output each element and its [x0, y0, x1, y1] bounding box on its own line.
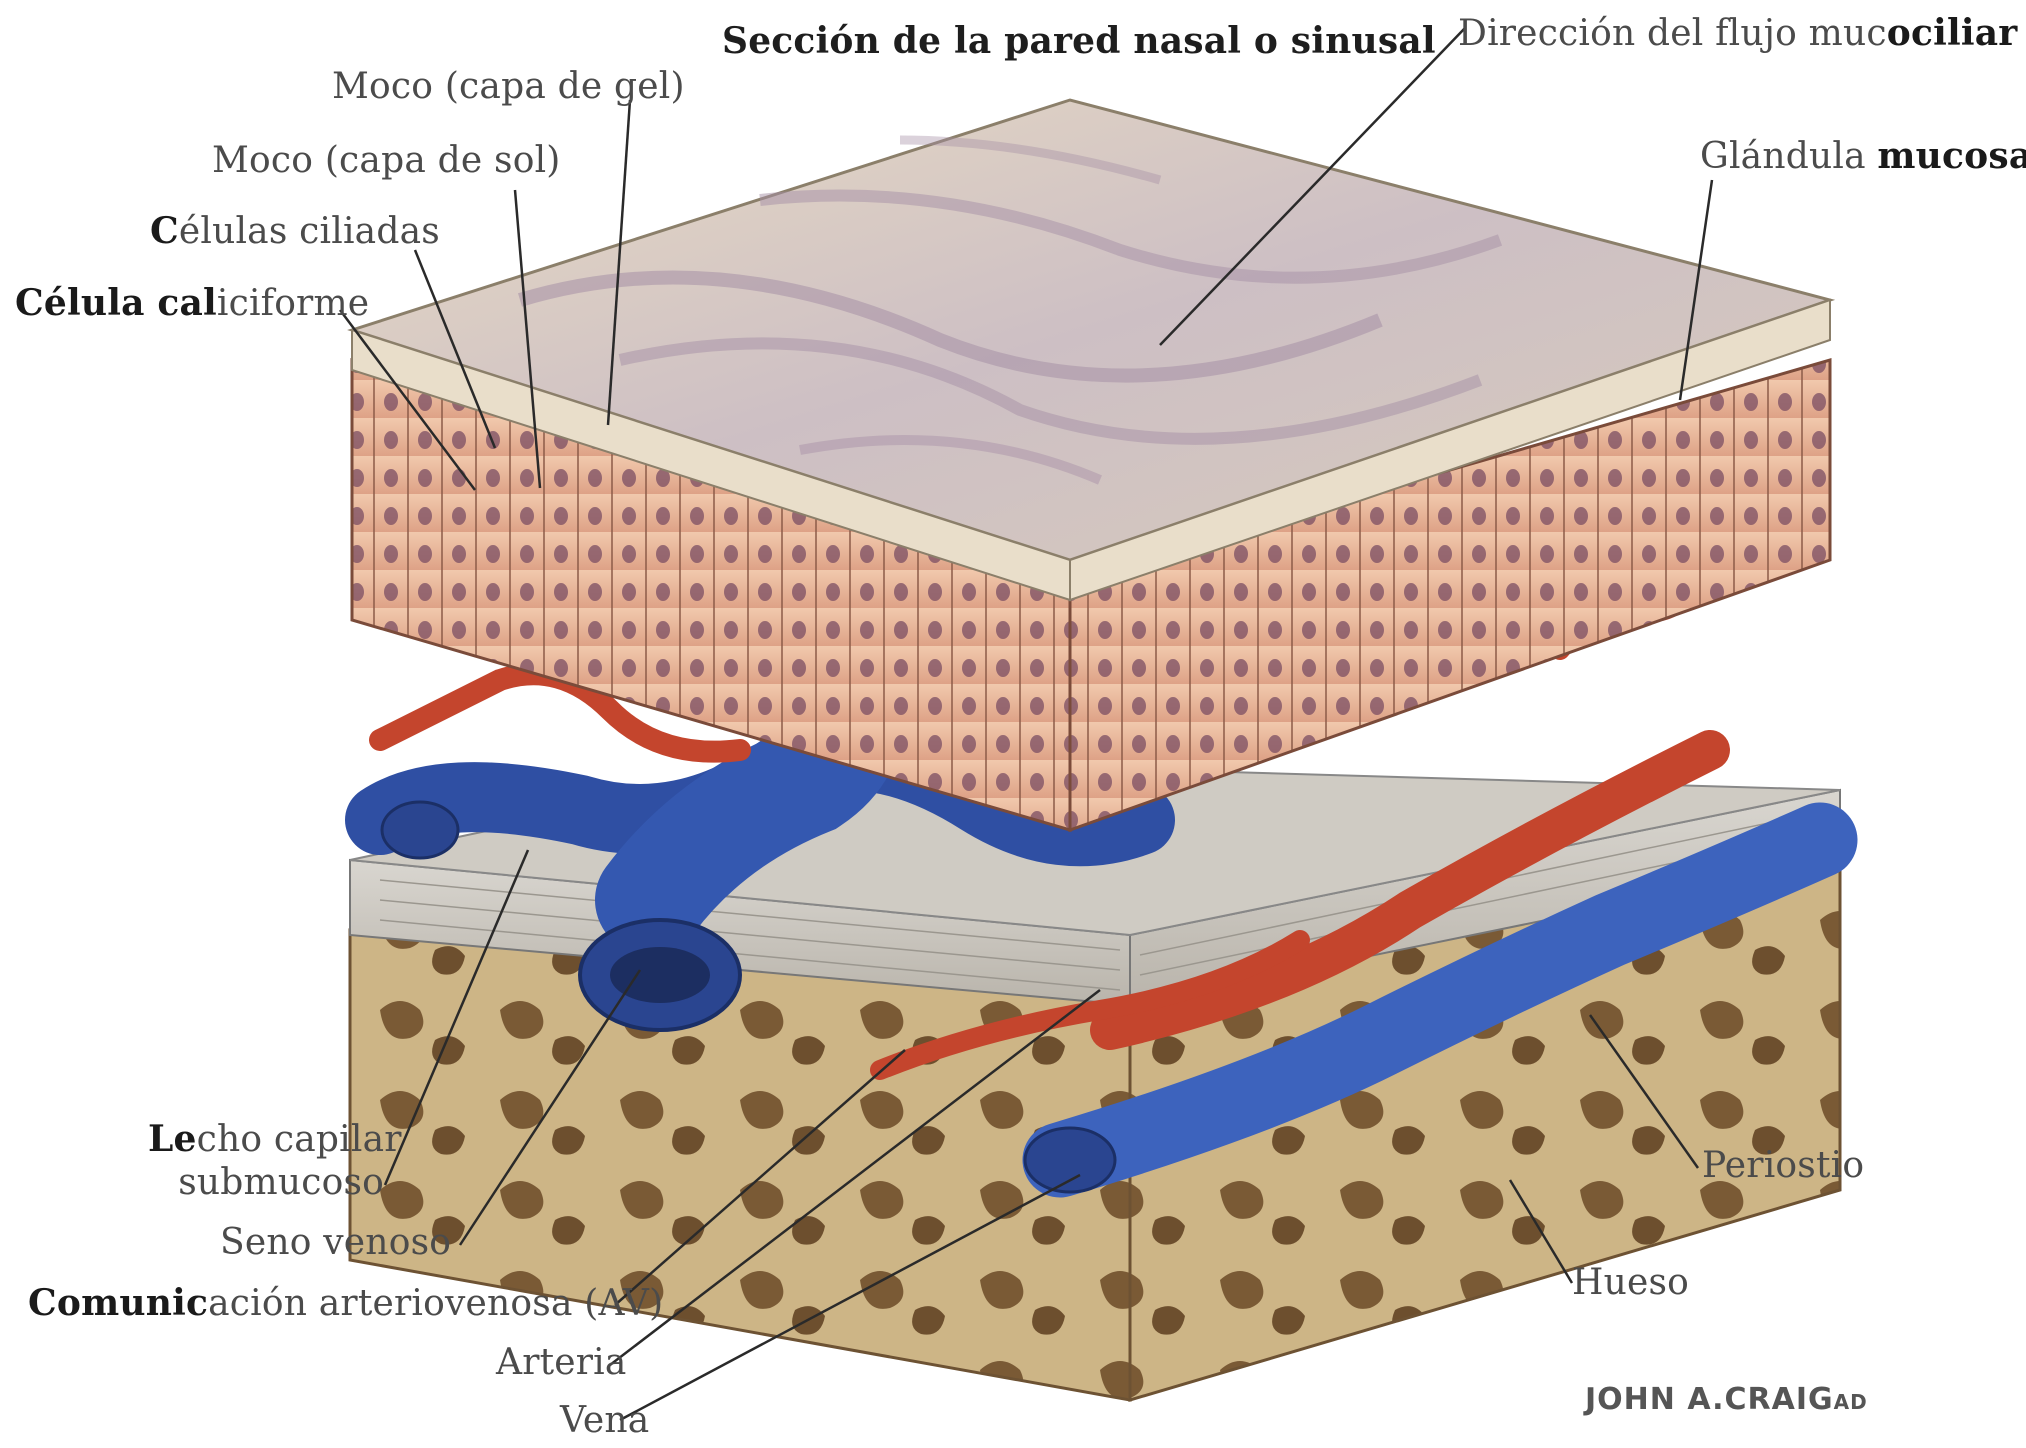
label-capillary-bed-line2: submucoso — [148, 1162, 384, 1203]
label-av-communication: Comunicación arteriovenosa (AV) — [28, 1282, 663, 1324]
label-mucociliary-flow: Dirección del flujo mucociliar — [1458, 12, 2017, 54]
label-mucous-gland: Glándula mucosa — [1700, 135, 2026, 177]
diagram-title: Sección de la pared nasal o sinusal — [722, 20, 1436, 62]
label-artery: Arteria — [496, 1342, 627, 1383]
label-venous-sinus: Seno venoso — [220, 1222, 451, 1263]
label-bone: Hueso — [1572, 1262, 1689, 1303]
label-vein: Vena — [560, 1400, 649, 1441]
label-sol-layer: Moco (capa de sol) — [212, 140, 561, 181]
artist-signature: JOHN A.CRAIGAD — [1585, 1382, 1868, 1417]
label-gel-layer: Moco (capa de gel) — [332, 66, 685, 107]
label-ciliated-cells: Células ciliadas — [150, 210, 440, 252]
label-capillary-bed-line1: Lecho capilar — [148, 1118, 380, 1160]
label-goblet-cell: Célula caliciforme — [15, 282, 369, 324]
label-periosteum: Periostio — [1702, 1145, 1864, 1186]
